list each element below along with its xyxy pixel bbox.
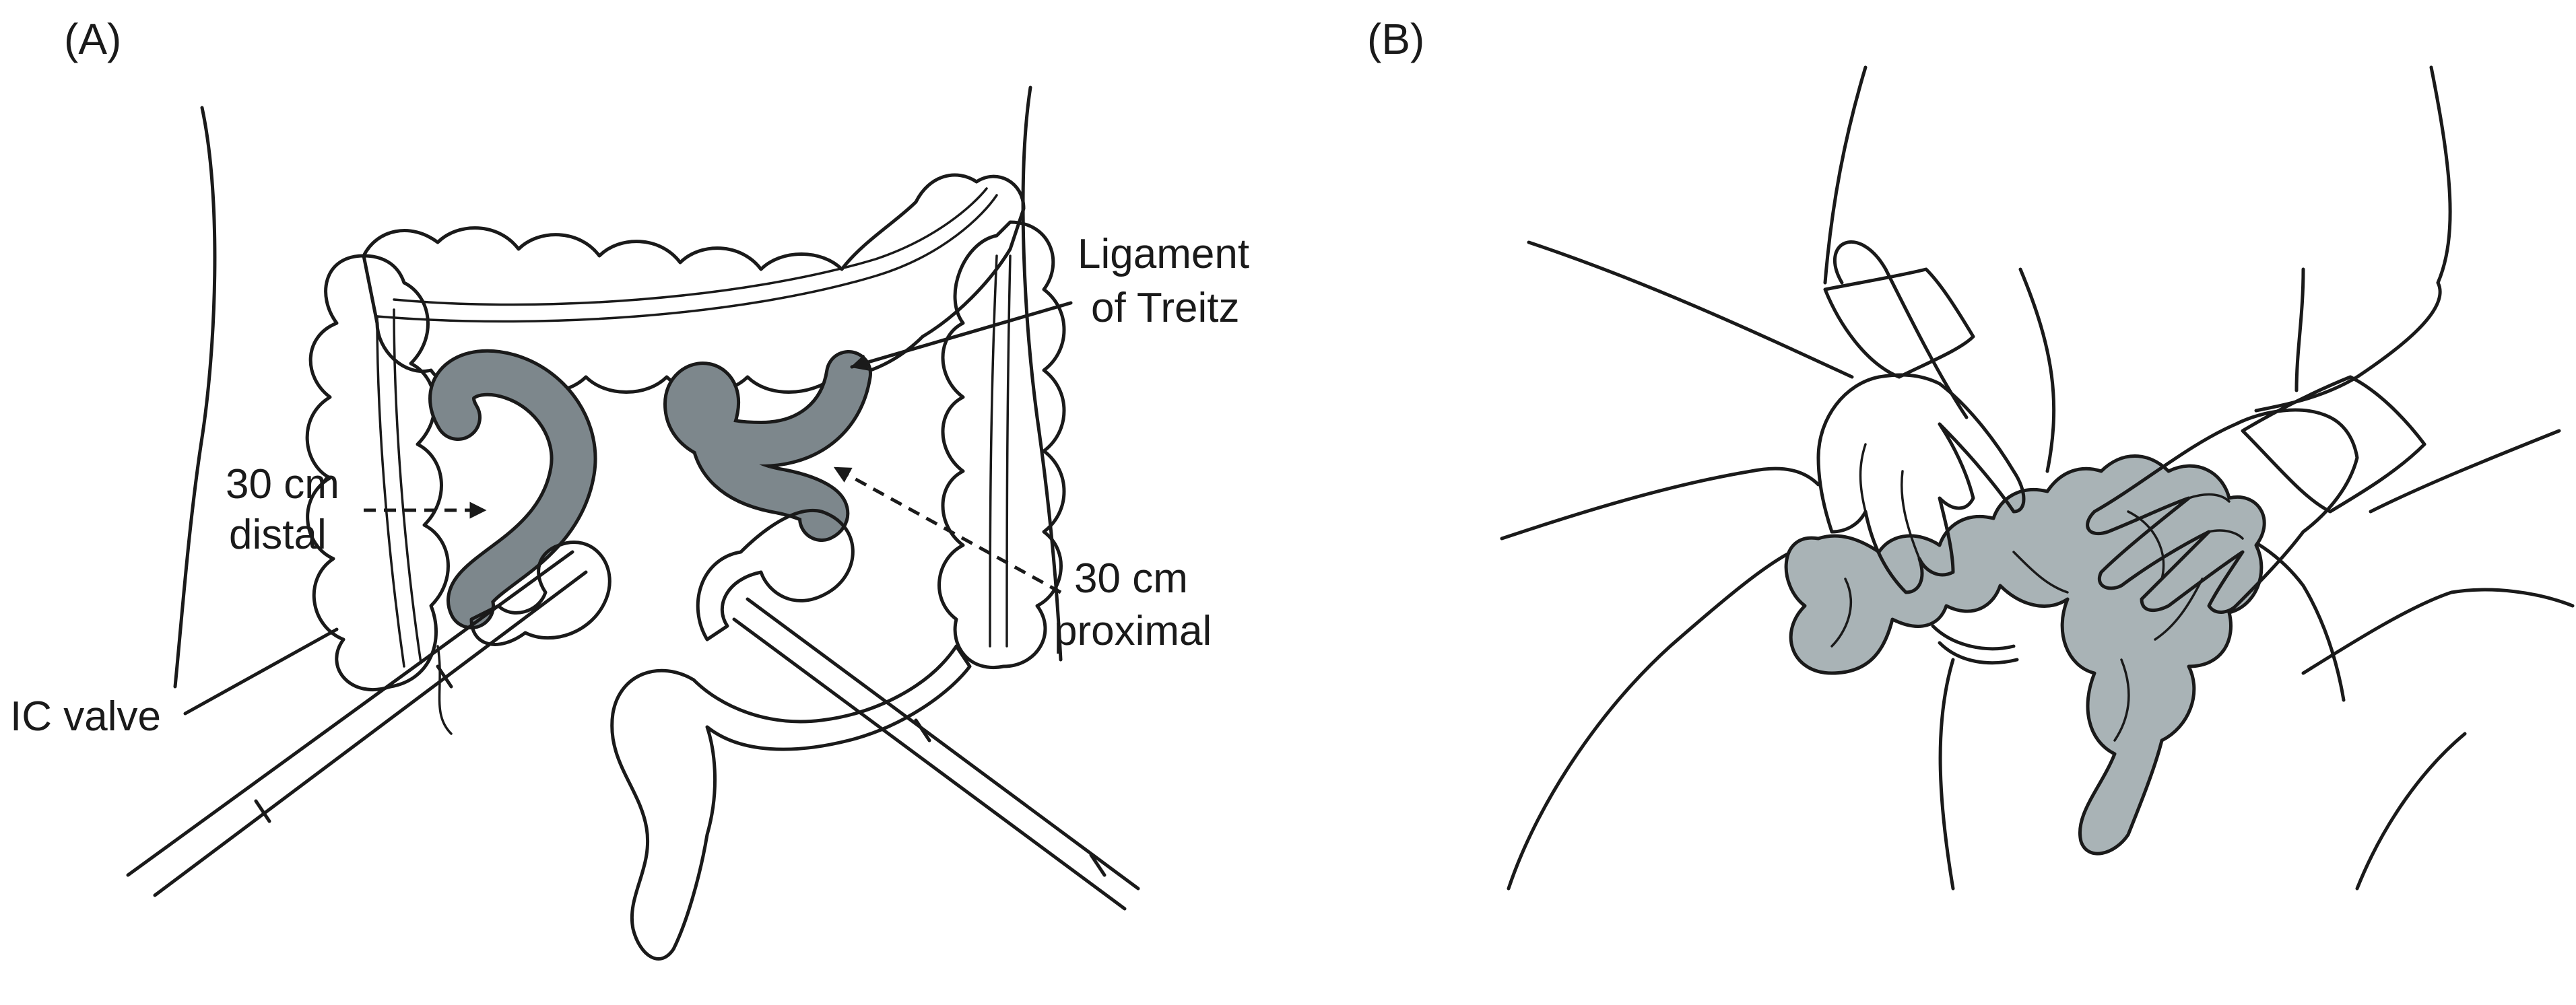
ic-valve-leader-line	[183, 627, 339, 716]
distal-label-line2: distal	[229, 512, 327, 558]
annotation-ic-valve: IC valve	[10, 627, 339, 740]
ligament-label-line2: of Treitz	[1091, 285, 1240, 331]
small-bowel	[436, 509, 855, 735]
annotation-ligament-of-treitz: Ligament of Treitz	[850, 231, 1249, 371]
marked-bowel-loops	[428, 349, 872, 629]
ligament-label-line1: Ligament	[1078, 231, 1249, 277]
panel-a: (A)	[10, 15, 1249, 961]
proximal-label-line2: proximal	[1054, 608, 1212, 654]
panel-b-label: (B)	[1367, 15, 1424, 63]
proximal-label-line1: 30 cm	[1074, 555, 1188, 602]
ic-valve-label: IC valve	[10, 693, 161, 740]
ligament-leader-line	[850, 301, 1073, 371]
annotation-30cm-distal: 30 cm distal	[226, 461, 487, 558]
panel-b: (B)	[1367, 15, 2575, 891]
torso-outline	[173, 85, 1063, 689]
annotation-30cm-proximal: 30 cm proximal	[833, 466, 1212, 654]
sleeves	[1823, 267, 2426, 514]
right-hand	[2086, 408, 2359, 614]
proximal-dashed-arrow	[833, 466, 1062, 594]
panel-a-label: (A)	[64, 15, 121, 63]
left-hand	[1816, 373, 2026, 594]
drape	[1500, 240, 2575, 891]
small-bowel-b	[1784, 454, 2266, 856]
distal-label-line1: 30 cm	[226, 461, 339, 508]
grasper-left	[126, 550, 588, 897]
grasper-right	[732, 597, 1140, 911]
colon	[305, 173, 1066, 961]
